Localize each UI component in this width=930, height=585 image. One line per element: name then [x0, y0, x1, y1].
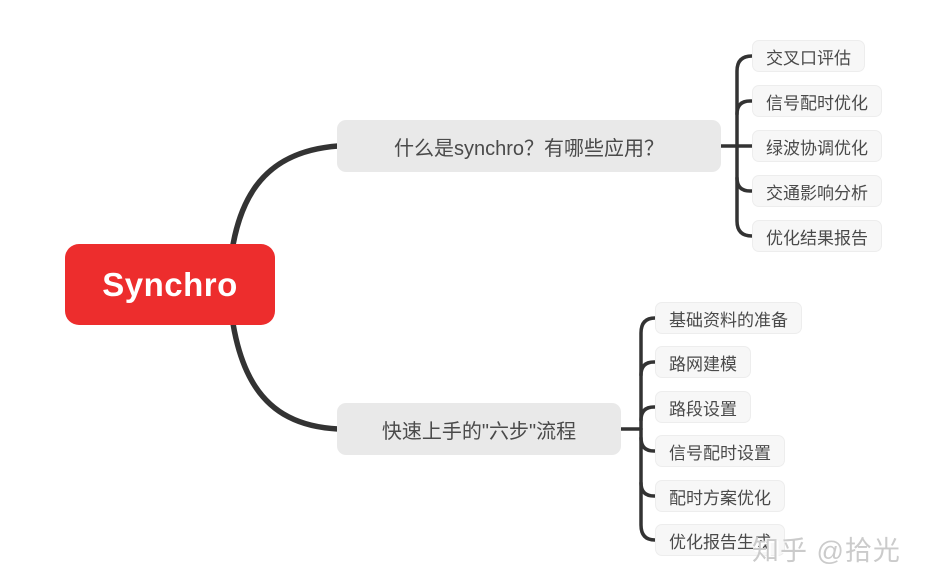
leaf-road-segment-settings[interactable]: 路段设置 — [655, 391, 751, 423]
leaf-signal-timing-settings[interactable]: 信号配时设置 — [655, 435, 785, 467]
leaf-intersection-evaluation[interactable]: 交叉口评估 — [752, 40, 865, 72]
leaf-signal-timing-optimization[interactable]: 信号配时优化 — [752, 85, 882, 117]
leaf-timing-plan-optimization[interactable]: 配时方案优化 — [655, 480, 785, 512]
branch-node-six-step-process[interactable]: 快速上手的"六步"流程 — [337, 403, 621, 455]
bracket-branch2 — [619, 316, 657, 542]
leaf-optimization-report-generation[interactable]: 优化报告生成 — [655, 524, 785, 556]
branch-node-what-is-synchro[interactable]: 什么是synchro？有哪些应用？ — [337, 120, 721, 172]
leaf-basic-data-preparation[interactable]: 基础资料的准备 — [655, 302, 802, 334]
leaf-optimization-result-report[interactable]: 优化结果报告 — [752, 220, 882, 252]
bracket-branch1 — [719, 54, 754, 238]
watermark-zhihu: 知乎 @拾光 — [752, 536, 901, 566]
root-node-synchro[interactable]: Synchro — [65, 244, 275, 325]
leaf-green-wave-coordination[interactable]: 绿波协调优化 — [752, 130, 882, 162]
leaf-road-network-modeling[interactable]: 路网建模 — [655, 346, 751, 378]
leaf-traffic-impact-analysis[interactable]: 交通影响分析 — [752, 175, 882, 207]
